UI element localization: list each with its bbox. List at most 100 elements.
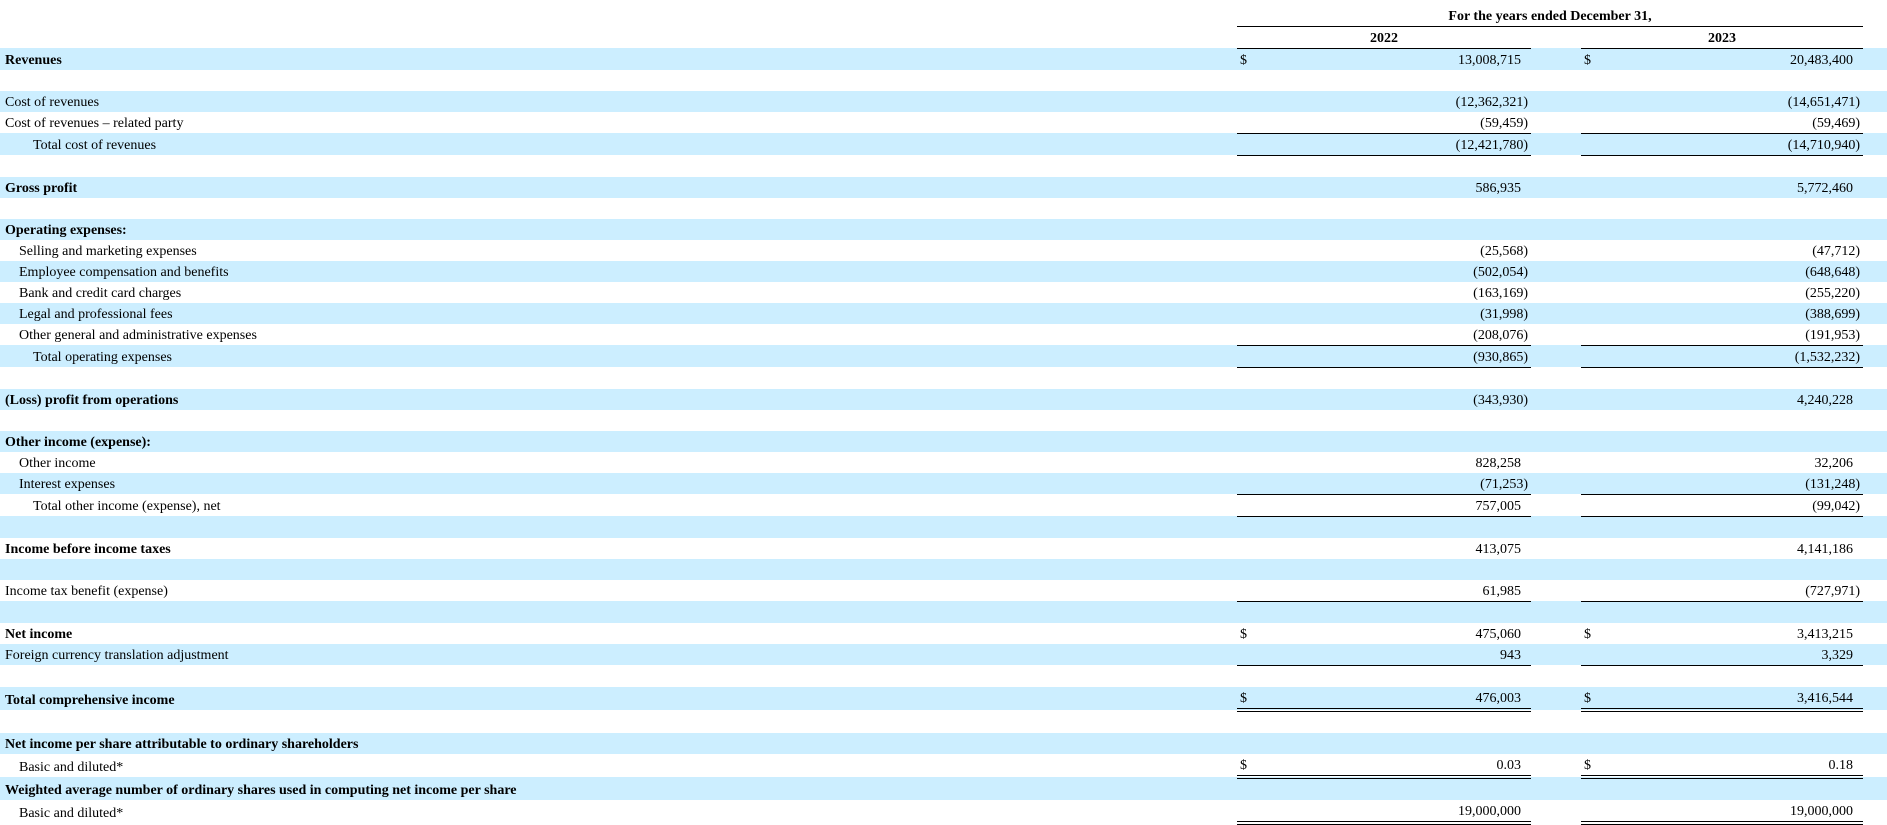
currency-symbol-2022 <box>1237 345 1261 368</box>
currency-symbol-2023 <box>1581 777 1605 800</box>
value-2023 <box>1605 410 1863 431</box>
value-2022 <box>1261 219 1531 240</box>
header-gap-cell <box>1531 27 1581 49</box>
column-gap <box>1531 112 1581 134</box>
row-label: Net income <box>5 626 73 642</box>
currency-symbol-2022: $ <box>1240 52 1247 68</box>
column-gap <box>1531 473 1581 495</box>
row-label: Total comprehensive income <box>5 692 175 708</box>
table-row: Gross profit 586,935 5,772,460 <box>0 176 1887 198</box>
spacer-row <box>0 665 1887 687</box>
period-header: For the years ended December 31, <box>1237 4 1864 27</box>
value-2023 <box>1605 155 1863 177</box>
table-row: Legal and professional fees(31,998)(388,… <box>0 302 1887 324</box>
value-2022 <box>1261 601 1531 623</box>
column-gap <box>1531 91 1581 112</box>
row-label <box>0 710 1237 733</box>
value-2023: (131,248) <box>1605 472 1864 495</box>
value-2022: 13,008,715 <box>1458 52 1521 68</box>
currency-symbol-2023 <box>1581 155 1605 177</box>
value-2023: 5,772,460 <box>1797 180 1854 196</box>
value-2022 <box>1261 516 1531 538</box>
spacer-row <box>0 601 1887 623</box>
currency-symbol-2023 <box>1581 452 1605 473</box>
currency-symbol-2023 <box>1581 665 1605 687</box>
right-margin <box>1863 494 1887 516</box>
value-2022: 476,003 <box>1261 686 1531 712</box>
currency-symbol-2022: $ <box>1240 626 1247 642</box>
currency-symbol-2022: $ <box>1237 686 1261 712</box>
row-label: Cost of revenues – related party <box>5 116 184 131</box>
value-2023: (388,699) <box>1805 306 1861 322</box>
currency-symbol-2022 <box>1237 516 1261 538</box>
value-2022 <box>1261 155 1531 177</box>
table-row: Basic and diluted*$0.03$0.18 <box>0 753 1887 779</box>
value-2023 <box>1605 516 1863 538</box>
column-gap <box>1531 687 1581 710</box>
column-gap <box>1531 431 1581 452</box>
row-label: Net income per share attributable to ord… <box>5 736 359 752</box>
right-margin <box>1863 133 1887 155</box>
row-label: Other income <box>19 455 96 471</box>
currency-symbol-2023 <box>1581 472 1605 495</box>
column-gap <box>1531 601 1581 623</box>
spacer-row <box>0 197 1887 219</box>
row-label: Other income (expense): <box>5 434 151 450</box>
right-margin <box>1863 473 1887 495</box>
value-2023 <box>1605 710 1863 733</box>
row-label: Interest expenses <box>19 477 116 492</box>
spacer-row <box>0 516 1887 538</box>
column-gap <box>1531 538 1581 559</box>
row-label <box>0 516 1237 538</box>
value-2023 <box>1605 198 1863 219</box>
currency-symbol-2022 <box>1237 710 1261 733</box>
currency-symbol-2023 <box>1581 323 1605 346</box>
value-2023: 3,413,215 <box>1797 626 1854 642</box>
table-row: Cost of revenues – related party(59,459)… <box>0 111 1887 134</box>
right-margin <box>1863 754 1887 777</box>
row-label: Total other income (expense), net <box>33 499 221 514</box>
right-margin <box>1863 198 1887 219</box>
row-label: Operating expenses: <box>5 222 127 238</box>
right-margin <box>1863 516 1887 538</box>
column-gap <box>1531 389 1581 410</box>
value-2022: (71,253) <box>1261 472 1531 495</box>
currency-symbol-2023: $ <box>1584 52 1591 68</box>
value-2023: 4,240,228 <box>1797 392 1854 408</box>
table-row: Employee compensation and benefits(502,0… <box>0 260 1887 282</box>
value-2022 <box>1261 665 1531 687</box>
table-row: Other income (expense): <box>0 430 1887 452</box>
right-margin <box>1863 282 1887 303</box>
value-2022 <box>1261 559 1531 580</box>
table-row: Operating expenses: <box>0 218 1887 240</box>
spacer-row <box>0 409 1887 431</box>
currency-symbol-2023: $ <box>1584 626 1591 642</box>
value-2023: (14,710,940) <box>1605 133 1864 156</box>
value-2023: (255,220) <box>1805 285 1861 301</box>
currency-symbol-2023 <box>1581 282 1605 303</box>
currency-symbol-2023 <box>1581 198 1605 219</box>
currency-symbol-2022 <box>1237 452 1261 473</box>
column-gap <box>1531 219 1581 240</box>
value-2022: (31,998) <box>1480 306 1528 322</box>
value-2022: 586,935 <box>1475 180 1522 196</box>
row-label: Gross profit <box>5 180 78 196</box>
value-2023: (59,469) <box>1605 111 1864 134</box>
column-gap <box>1531 623 1581 644</box>
currency-symbol-2023 <box>1581 579 1605 602</box>
currency-symbol-2022 <box>1237 177 1261 198</box>
currency-symbol-2023 <box>1581 799 1605 825</box>
spacer-row <box>0 69 1887 91</box>
value-2023 <box>1605 665 1863 687</box>
currency-symbol-2023: $ <box>1581 686 1605 712</box>
value-2023: 3,416,544 <box>1605 686 1864 712</box>
right-margin <box>1863 91 1887 112</box>
column-gap <box>1531 777 1581 800</box>
currency-symbol-2023 <box>1581 410 1605 431</box>
value-2023: (14,651,471) <box>1787 94 1861 110</box>
spacer-row <box>0 558 1887 580</box>
right-margin <box>1863 687 1887 710</box>
value-2022 <box>1261 710 1531 733</box>
row-label: Total cost of revenues <box>33 138 157 153</box>
